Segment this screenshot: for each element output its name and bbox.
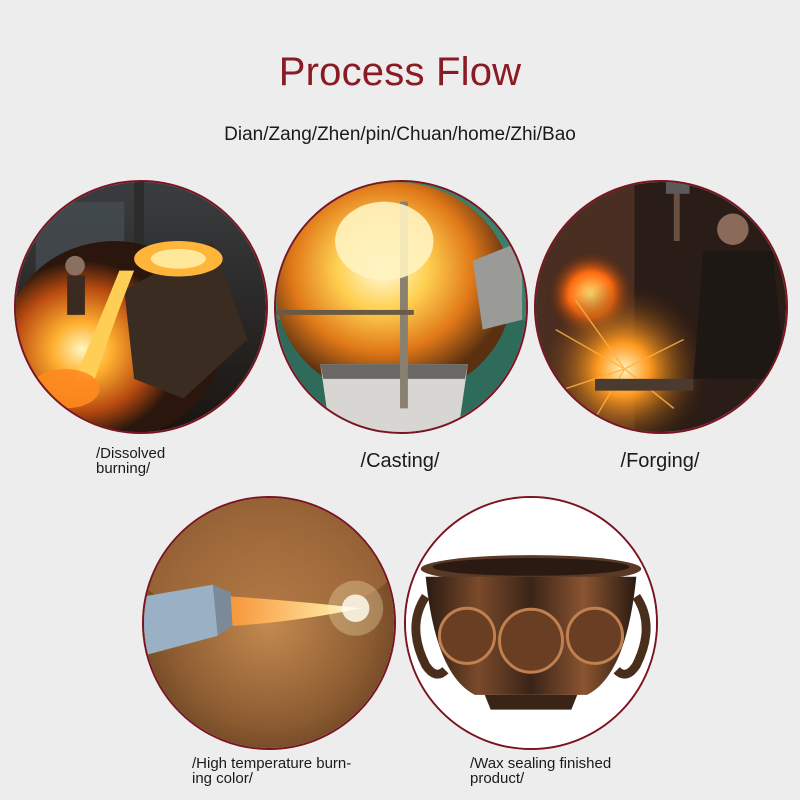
step-caption-high-temperature-burning-color: /High temperature burn- ing color/: [192, 755, 352, 787]
blacksmith-forging-photo: [536, 182, 786, 432]
molten-metal-pouring-photo: [16, 182, 266, 432]
copper-bowl-product-photo: [406, 498, 656, 748]
step-photo-forging: [534, 180, 788, 434]
casting-furnace-photo: [276, 182, 526, 432]
step-caption-wax-sealing-finished-product: /Wax sealing finished product/: [470, 755, 612, 787]
torch-flame-on-copper-photo: [144, 498, 394, 748]
step-photo-casting: [274, 180, 528, 434]
step-photo-wax-sealing-finished-product: [404, 496, 658, 750]
step-photo-high-temperature-burning-color: [142, 496, 396, 750]
step-caption-dissolved-burning: /Dissolved burning/: [96, 445, 166, 477]
step-photo-dissolved-burning: [14, 180, 268, 434]
page-title: Process Flow: [278, 50, 522, 94]
step-caption-casting: /Casting/: [360, 450, 440, 472]
page-subtitle: Dian/Zang/Zhen/pin/Chuan/home/Zhi/Bao: [224, 124, 576, 145]
step-caption-forging: /Forging/: [620, 450, 700, 472]
